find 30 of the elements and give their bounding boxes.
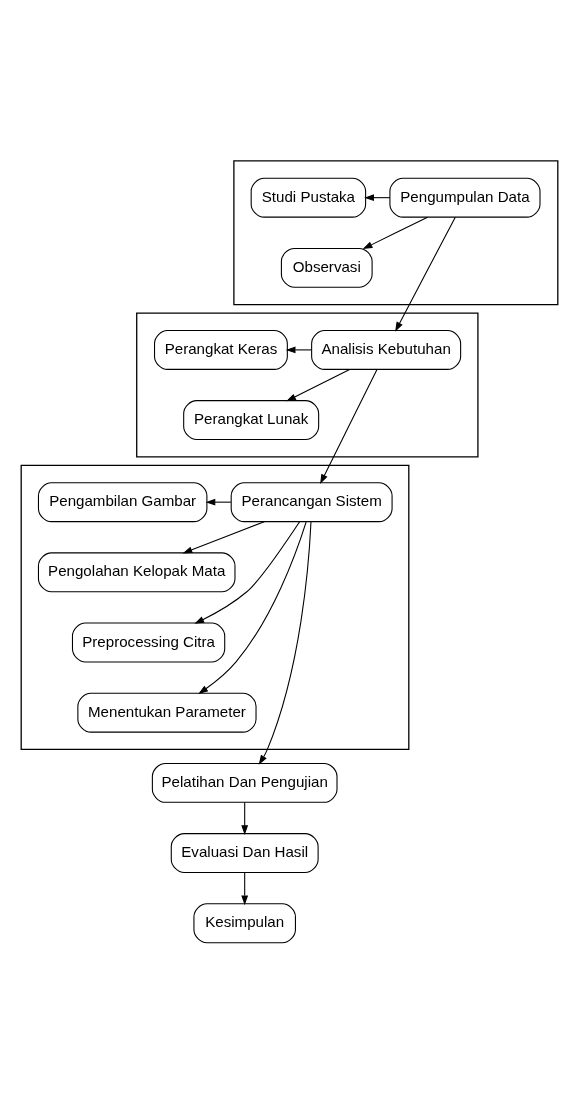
arrow bbox=[364, 193, 391, 201]
arrow bbox=[198, 521, 307, 694]
node-box: Pengumpulan Data bbox=[389, 177, 541, 218]
node-box: Perangkat Keras bbox=[154, 329, 288, 370]
node-box: Observasi bbox=[280, 247, 373, 288]
node-box: Pengolahan Kelopak Mata bbox=[37, 551, 236, 592]
arrow bbox=[320, 368, 378, 484]
cluster bbox=[233, 159, 559, 305]
node-box: Evaluasi Dan Hasil bbox=[170, 832, 319, 873]
node-box: Preprocessing Citra bbox=[71, 622, 226, 662]
arrow bbox=[241, 801, 249, 835]
node-box: Studi Pustaka bbox=[250, 177, 367, 218]
arrow bbox=[285, 346, 312, 353]
node-box: Analisis Kebutuhan bbox=[311, 329, 462, 370]
arrow bbox=[205, 498, 232, 506]
arrow bbox=[241, 871, 249, 905]
arrow bbox=[258, 520, 312, 765]
cluster bbox=[136, 312, 479, 457]
node-box: Kesimpulan bbox=[193, 902, 296, 943]
arrow bbox=[395, 216, 456, 332]
arrow bbox=[182, 520, 265, 553]
node-box: Perangkat Lunak bbox=[183, 399, 320, 440]
node-box: Pengambilan Gambar bbox=[37, 481, 208, 522]
node-box: Perancangan Sistem bbox=[230, 481, 393, 522]
cluster bbox=[20, 464, 410, 750]
arrow bbox=[286, 368, 351, 401]
node-box: Pelatihan Dan Pengujian bbox=[151, 762, 338, 803]
arrow bbox=[194, 520, 301, 624]
arrow bbox=[362, 216, 429, 249]
node-box: Menentukan Parameter bbox=[77, 692, 257, 733]
